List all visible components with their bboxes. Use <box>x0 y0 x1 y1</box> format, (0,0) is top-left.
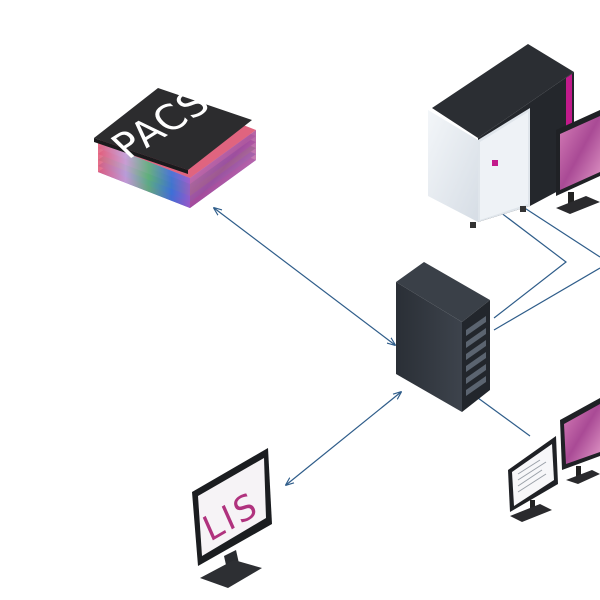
connector-scanner-server <box>493 204 600 331</box>
workstation-monitor-left-text <box>517 459 547 493</box>
connector-lis-server <box>286 392 401 485</box>
slide-scanner <box>428 44 574 228</box>
pacs-archive: PACS <box>94 82 256 208</box>
scanner-indicator <box>492 160 498 166</box>
pacs-slide-edges <box>98 130 256 208</box>
connector-server-workstation <box>477 397 531 437</box>
lis-workstation: LIS <box>192 448 272 588</box>
server-rack-slots <box>466 316 486 396</box>
viewing-workstation <box>508 398 600 522</box>
pacs-top-tile <box>94 88 252 170</box>
connector-pacs-server <box>214 208 395 345</box>
scanner-monitor <box>556 110 600 214</box>
server-rack <box>396 262 490 412</box>
